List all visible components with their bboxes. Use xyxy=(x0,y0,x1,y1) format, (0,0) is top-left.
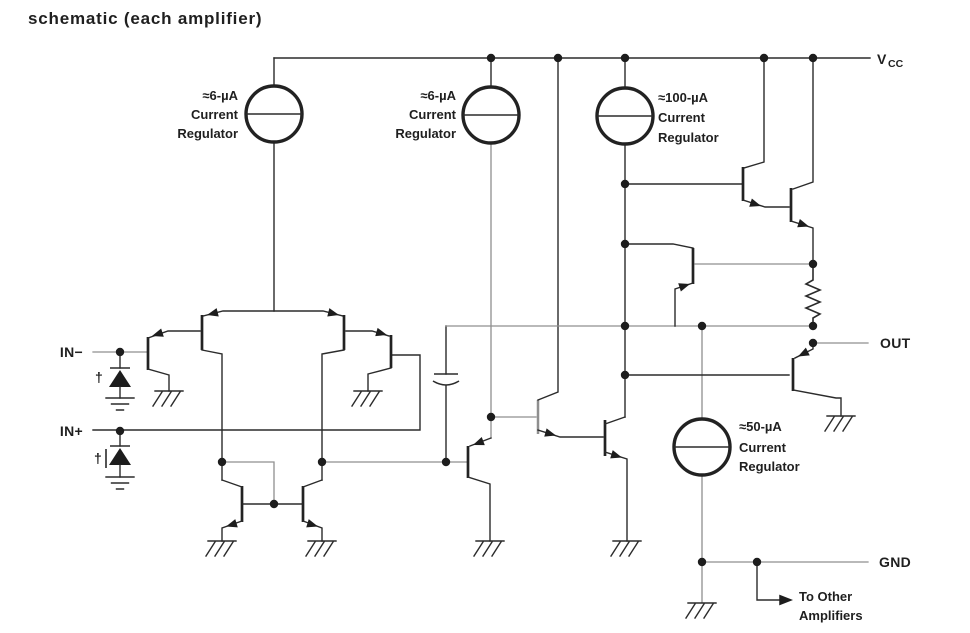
ground-q4 xyxy=(351,390,383,407)
ground-m1 xyxy=(205,540,237,557)
clamp-diode-in-plus: † xyxy=(94,434,135,490)
ground-diode-2 xyxy=(105,476,135,490)
ground-q7 xyxy=(824,415,856,432)
transistor-q7 xyxy=(791,342,856,432)
ground-q1 xyxy=(152,390,184,407)
transistor-t1 xyxy=(741,57,790,211)
regulator-1-value: ≈6-µA xyxy=(202,88,238,103)
to-other-line1: To Other xyxy=(799,589,852,604)
junction-dots xyxy=(115,53,818,567)
transistor-q1 xyxy=(146,328,201,407)
regulator-1-line2: Current xyxy=(191,107,239,122)
out-label: OUT xyxy=(880,335,911,351)
transistor-q4 xyxy=(351,327,393,407)
current-regulator-2: ≈6-µA Current Regulator xyxy=(395,57,521,439)
to-other-amplifiers: To Other Amplifiers xyxy=(756,561,863,623)
transistor-q2 xyxy=(200,308,223,481)
vcc-label: V xyxy=(877,51,887,67)
dagger-in-plus: † xyxy=(94,450,102,466)
regulator-3-line3: Regulator xyxy=(658,130,719,145)
diff-pair-tail xyxy=(202,310,344,317)
regulator-3-value: ≈100-µA xyxy=(658,90,709,105)
transistor-t2 xyxy=(789,57,814,265)
output-resistor xyxy=(803,264,823,326)
regulator-2-line3: Regulator xyxy=(395,126,456,141)
mirror-base-wires xyxy=(221,461,303,505)
in-plus-wire xyxy=(92,354,421,431)
ground-tm2 xyxy=(610,540,642,557)
regulator-4-line3: Regulator xyxy=(739,459,800,474)
in-plus-label: IN+ xyxy=(60,423,83,439)
page-title: schematic (each amplifier) xyxy=(28,9,262,28)
ground-m2 xyxy=(305,540,337,557)
clamp-diode-in-minus: † xyxy=(95,355,135,411)
ground-q5 xyxy=(473,540,505,557)
current-regulator-3: ≈100-µA Current Regulator xyxy=(595,57,719,418)
regulator-2-line2: Current xyxy=(409,107,457,122)
current-regulator-1: ≈6-µA Current Regulator xyxy=(177,57,304,312)
gnd-label: GND xyxy=(879,554,911,570)
transistor-q6 xyxy=(674,248,814,327)
vcc-label-subscript: CC xyxy=(888,58,904,70)
current-regulator-4: ≈50-µA Current Regulator xyxy=(672,325,800,619)
regulator-1-line3: Regulator xyxy=(177,126,238,141)
regulator-3-line2: Current xyxy=(658,110,706,125)
regulator-4-value: ≈50-µA xyxy=(739,419,782,434)
transistor-tm1 xyxy=(491,57,604,440)
transistor-tm2 xyxy=(603,416,642,557)
regulator-2-value: ≈6-µA xyxy=(420,88,456,103)
transistor-m2 xyxy=(301,479,337,557)
regulator-4-line2: Current xyxy=(739,440,787,455)
compensation-capacitor xyxy=(432,325,460,459)
ground-diode-1 xyxy=(105,397,135,411)
ground-regulator-4 xyxy=(685,602,717,619)
regulator-3-branch-wires xyxy=(624,183,790,376)
transistor-m1 xyxy=(205,479,244,557)
in-minus-label: IN− xyxy=(60,344,83,360)
to-other-line2: Amplifiers xyxy=(799,608,863,623)
transistor-q5 xyxy=(466,437,505,557)
dagger-in-minus: † xyxy=(95,369,103,385)
